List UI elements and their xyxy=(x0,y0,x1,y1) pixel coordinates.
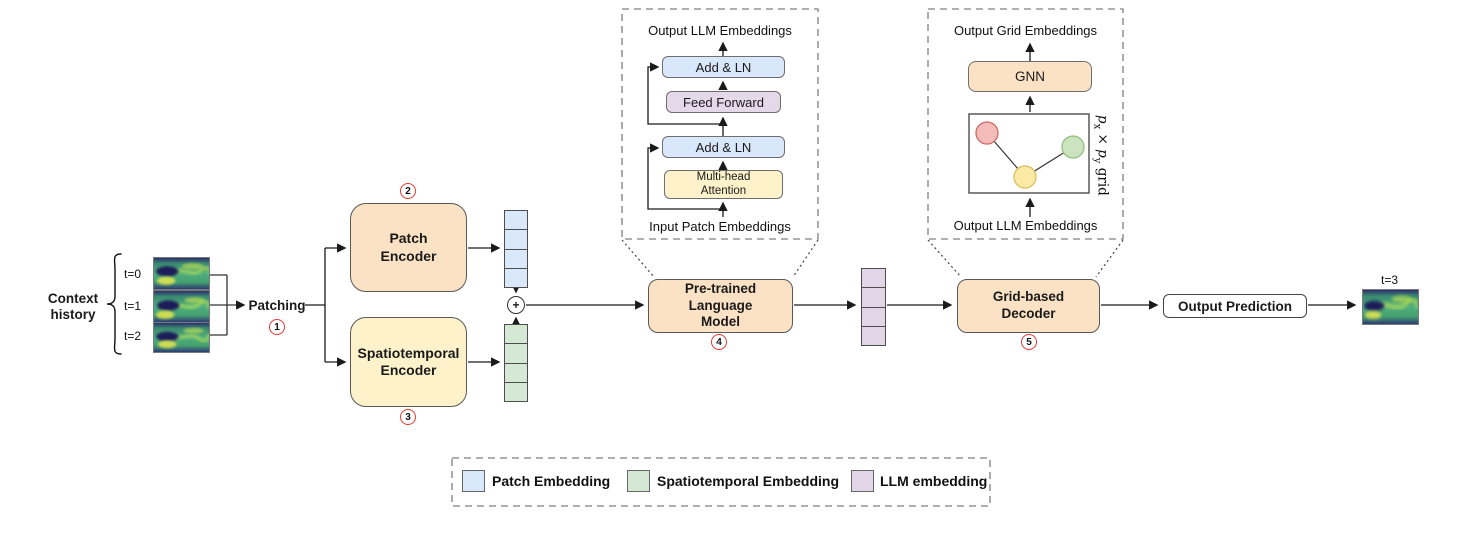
llm-embedding-cell xyxy=(861,287,886,308)
legend-swatch-spatiotemporal xyxy=(627,470,650,492)
spatiotemporal-encoder-box: Spatiotemporal Encoder xyxy=(350,317,467,407)
gnn-output-llm-embeddings-label: Output LLM Embeddings xyxy=(953,218,1098,233)
spatiotemporal-embedding-stack xyxy=(504,324,528,402)
flow-field-image-t2 xyxy=(153,322,210,353)
output-llm-embeddings-label: Output LLM Embeddings xyxy=(648,23,792,38)
patch-embedding-cell xyxy=(504,248,528,269)
llm-embedding-cell xyxy=(861,325,886,346)
graph-node-red xyxy=(975,121,999,145)
pretrained-language-model-label: Pre-trained Language Model xyxy=(684,280,757,330)
grid-based-decoder-label: Grid-based Decoder xyxy=(992,289,1065,321)
context-history-label: Context history xyxy=(47,291,99,322)
spatiotemporal-embedding-cell xyxy=(504,362,528,383)
step-number: 2 xyxy=(405,185,411,197)
llm-embedding-cell xyxy=(861,306,886,327)
graph-node-green xyxy=(1061,135,1085,159)
gnn-label: GNN xyxy=(1015,69,1045,84)
legend-swatch-patch xyxy=(462,470,485,492)
legend-label-llm: LLM embedding xyxy=(880,473,988,489)
output-prediction-box: Output Prediction xyxy=(1163,294,1307,318)
step-badge-3: 3 xyxy=(400,409,416,425)
brace-icon xyxy=(106,253,122,355)
llm-embedding-cell xyxy=(861,268,886,289)
patch-embedding-cell xyxy=(504,229,528,250)
t3-label: t=3 xyxy=(1380,273,1398,287)
step-number: 3 xyxy=(405,411,411,423)
patch-encoder-box: Patch Encoder xyxy=(350,203,467,292)
add-ln-top-box: Add & LN xyxy=(662,56,785,78)
grid-size-label: px × py grid xyxy=(1092,105,1111,205)
output-grid-embeddings-label: Output Grid Embeddings xyxy=(953,23,1098,38)
llm-embedding-stack xyxy=(861,268,886,346)
math-times: × xyxy=(1094,133,1111,145)
legend-label-spatiotemporal: Spatiotemporal Embedding xyxy=(657,473,840,489)
multi-head-attention-label: Multi-head Attention xyxy=(696,170,751,197)
gnn-inset-frame xyxy=(927,8,1124,240)
step-badge-2: 2 xyxy=(400,183,416,199)
step-badge-1: 1 xyxy=(269,319,285,335)
patching-label: Patching xyxy=(248,298,306,313)
add-ln-label: Add & LN xyxy=(695,139,752,155)
legend-swatch-llm xyxy=(851,470,874,492)
t0-label: t=0 xyxy=(124,267,142,281)
patch-embedding-cell xyxy=(504,210,528,231)
step-badge-4: 4 xyxy=(711,334,727,350)
spatiotemporal-embedding-cell xyxy=(504,381,528,402)
graph-node-yellow xyxy=(1013,165,1037,189)
flow-field-image-t3 xyxy=(1362,289,1419,325)
spatiotemporal-embedding-cell xyxy=(504,343,528,364)
multi-head-attention-box: Multi-head Attention xyxy=(664,170,783,199)
math-sub-y: y xyxy=(1091,157,1103,164)
add-ln-label: Add & LN xyxy=(695,59,752,75)
patch-embedding-stack xyxy=(504,210,528,288)
t1-label: t=1 xyxy=(124,299,142,313)
step-number: 4 xyxy=(716,336,722,348)
math-grid-word: grid xyxy=(1094,167,1111,196)
feed-forward-box: Feed Forward xyxy=(666,91,781,113)
patch-embedding-cell xyxy=(504,267,528,288)
step-number: 1 xyxy=(274,321,280,333)
plus-sign: + xyxy=(512,298,520,312)
gnn-box: GNN xyxy=(968,61,1092,92)
input-patch-embeddings-label: Input Patch Embeddings xyxy=(649,219,791,234)
spatiotemporal-embedding-cell xyxy=(504,324,528,345)
legend-label-patch: Patch Embedding xyxy=(492,473,611,489)
step-number: 5 xyxy=(1026,336,1032,348)
add-ln-bottom-box: Add & LN xyxy=(662,136,785,158)
spatiotemporal-encoder-label: Spatiotemporal Encoder xyxy=(357,344,460,379)
flow-field-image-t1 xyxy=(153,290,210,323)
output-prediction-label: Output Prediction xyxy=(1178,298,1292,314)
t2-label: t=2 xyxy=(124,329,142,343)
patch-encoder-label: Patch Encoder xyxy=(380,230,437,264)
math-p: p xyxy=(1094,114,1111,124)
add-icon: + xyxy=(507,296,525,314)
step-badge-5: 5 xyxy=(1021,334,1037,350)
pretrained-language-model-box: Pre-trained Language Model xyxy=(648,279,793,333)
feed-forward-label: Feed Forward xyxy=(683,94,764,110)
transformer-inset-frame xyxy=(621,8,819,240)
grid-based-decoder-box: Grid-based Decoder xyxy=(957,279,1100,333)
math-sub-x: x xyxy=(1091,123,1103,130)
legend-frame xyxy=(451,457,991,507)
flow-field-image-t0 xyxy=(153,257,210,290)
